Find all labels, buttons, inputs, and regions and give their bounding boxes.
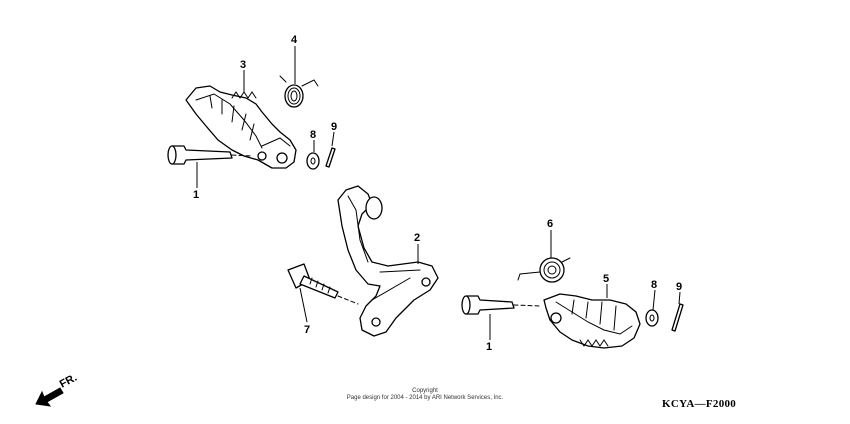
diagram-code: KCYA—F2000: [662, 398, 737, 410]
callout-8-lower: 8: [651, 279, 657, 291]
callout-9-lower: 9: [676, 281, 682, 293]
callout-8-upper: 8: [310, 129, 316, 141]
leader-lines: [196, 46, 681, 340]
front-direction-arrow: FR.: [35, 372, 79, 407]
callout-3: 3: [240, 59, 246, 71]
callout-4: 4: [291, 34, 298, 46]
spring-lower: [517, 257, 571, 283]
cotter-pin-upper: [325, 147, 336, 168]
bolt: [287, 263, 359, 305]
pin-lower: [461, 295, 541, 315]
callout-7: 7: [304, 324, 310, 336]
copyright-line-1: Copyright: [412, 388, 438, 394]
callout-6: 6: [547, 218, 553, 230]
footpeg-lower: [543, 293, 641, 349]
pin-upper: [167, 145, 253, 165]
callout-1-lower: 1: [486, 341, 492, 353]
copyright-line-2: Page design for 2004 - 2014 by ARI Netwo…: [346, 395, 504, 401]
arrow-icon: [35, 387, 64, 407]
spring-upper: [279, 75, 319, 108]
bracket: [337, 185, 439, 337]
callout-2: 2: [414, 232, 420, 244]
direction-label: FR.: [58, 372, 79, 391]
callout-5: 5: [603, 273, 609, 285]
washer-lower: [645, 309, 659, 327]
callout-9-upper: 9: [331, 121, 337, 133]
washer-upper: [306, 152, 320, 170]
copyright-notice: Copyright Page design for 2004 - 2014 by…: [300, 388, 550, 402]
cotter-pin-lower: [671, 303, 684, 332]
callout-1-upper: 1: [193, 189, 199, 201]
